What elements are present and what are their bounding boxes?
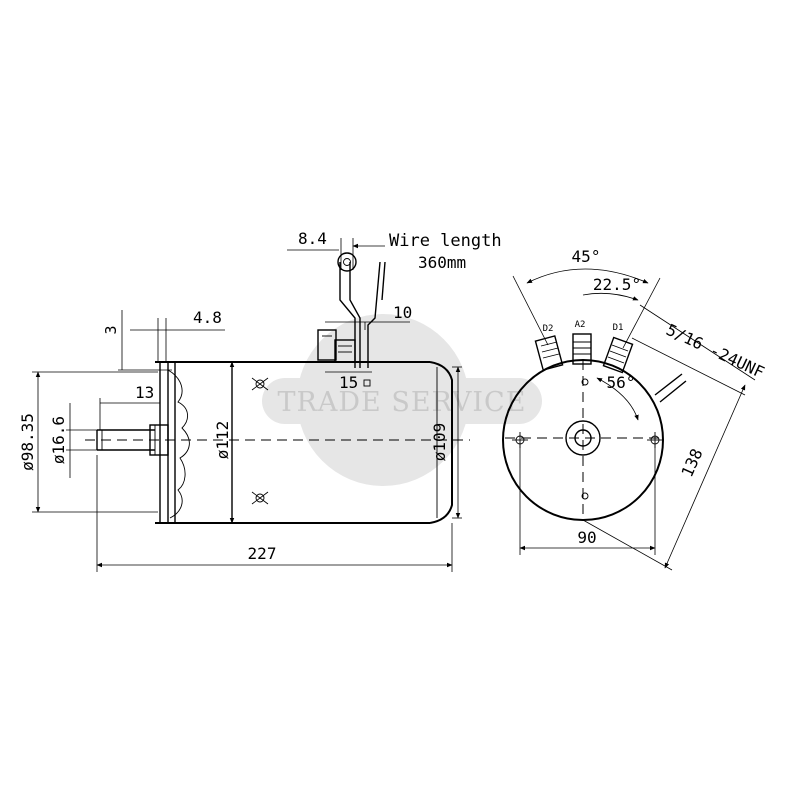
cable-stub <box>654 373 687 403</box>
svg-text:5/16 -24UNF: 5/16 -24UNF <box>663 320 767 382</box>
dim-end-diameter: ø109 <box>430 366 462 519</box>
svg-text:22.5°: 22.5° <box>593 275 641 294</box>
output-shaft <box>96 424 169 456</box>
watermark-band <box>262 378 542 424</box>
housing-mount-holes <box>251 377 269 505</box>
terminal-d2 <box>534 335 564 371</box>
dim-flange-diameter: ø98.35 <box>18 371 158 513</box>
wire-terminal <box>317 252 386 387</box>
svg-text:227: 227 <box>248 544 277 563</box>
end-view: D2 A2 D1 45° 22.5° 56° 5/16 -24UNF <box>502 247 767 571</box>
svg-text:138: 138 <box>677 446 706 480</box>
svg-text:ø112: ø112 <box>213 421 232 460</box>
dim-terminal-width: 15 <box>325 371 372 392</box>
dim-body-diameter: ø112 <box>213 361 235 524</box>
terminal-d1-label: D1 <box>613 323 624 333</box>
motor-housing <box>174 361 453 524</box>
svg-text:90: 90 <box>577 528 596 547</box>
dim-angle-22-5: 22.5° <box>582 275 641 301</box>
dim-shaft-diameter: ø16.6 <box>49 403 97 478</box>
dim-total-length: 227 <box>96 455 453 572</box>
side-view: 8.4 Wire length 360mm 10 15 3 4.8 <box>18 229 502 572</box>
dim-terminal-offset: 10 <box>325 303 412 330</box>
svg-text:15: 15 <box>339 373 358 392</box>
dim-mount-spacing: 90 <box>519 445 656 555</box>
dim-angle-56: 56° <box>596 373 639 421</box>
svg-text:10: 10 <box>393 303 412 322</box>
watermark: TRADE SERVICE <box>262 314 542 486</box>
svg-text:ø16.6: ø16.6 <box>49 416 68 464</box>
svg-text:4.8: 4.8 <box>193 308 222 327</box>
svg-text:45°: 45° <box>572 247 601 266</box>
mounting-flange <box>155 361 190 524</box>
svg-text:ø98.35: ø98.35 <box>18 413 37 471</box>
terminal-d1 <box>602 336 634 374</box>
terminal-a2-label: A2 <box>575 320 586 330</box>
dim-flange-thickness: 3 4.8 <box>102 308 225 370</box>
svg-text:ø109: ø109 <box>430 423 449 462</box>
dim-wire-hole: 8.4 <box>287 229 385 270</box>
watermark-text: TRADE SERVICE <box>278 387 527 418</box>
dim-height: 138 <box>582 384 746 571</box>
svg-text:13: 13 <box>135 383 154 402</box>
dim-angle-45: 45° <box>512 247 661 349</box>
svg-text:3: 3 <box>102 325 120 334</box>
thread-callout: 5/16 -24UNF <box>631 304 767 396</box>
terminal-d2-label: D2 <box>543 324 554 334</box>
svg-text:56°: 56° <box>607 373 636 392</box>
wire-label: Wire length <box>389 231 502 251</box>
end-boss-outer <box>565 420 601 456</box>
terminal-a2 <box>572 333 592 365</box>
svg-text:8.4: 8.4 <box>298 229 327 248</box>
wire-length-value: 360mm <box>418 253 466 272</box>
dim-shaft-step: 13 <box>99 369 172 430</box>
